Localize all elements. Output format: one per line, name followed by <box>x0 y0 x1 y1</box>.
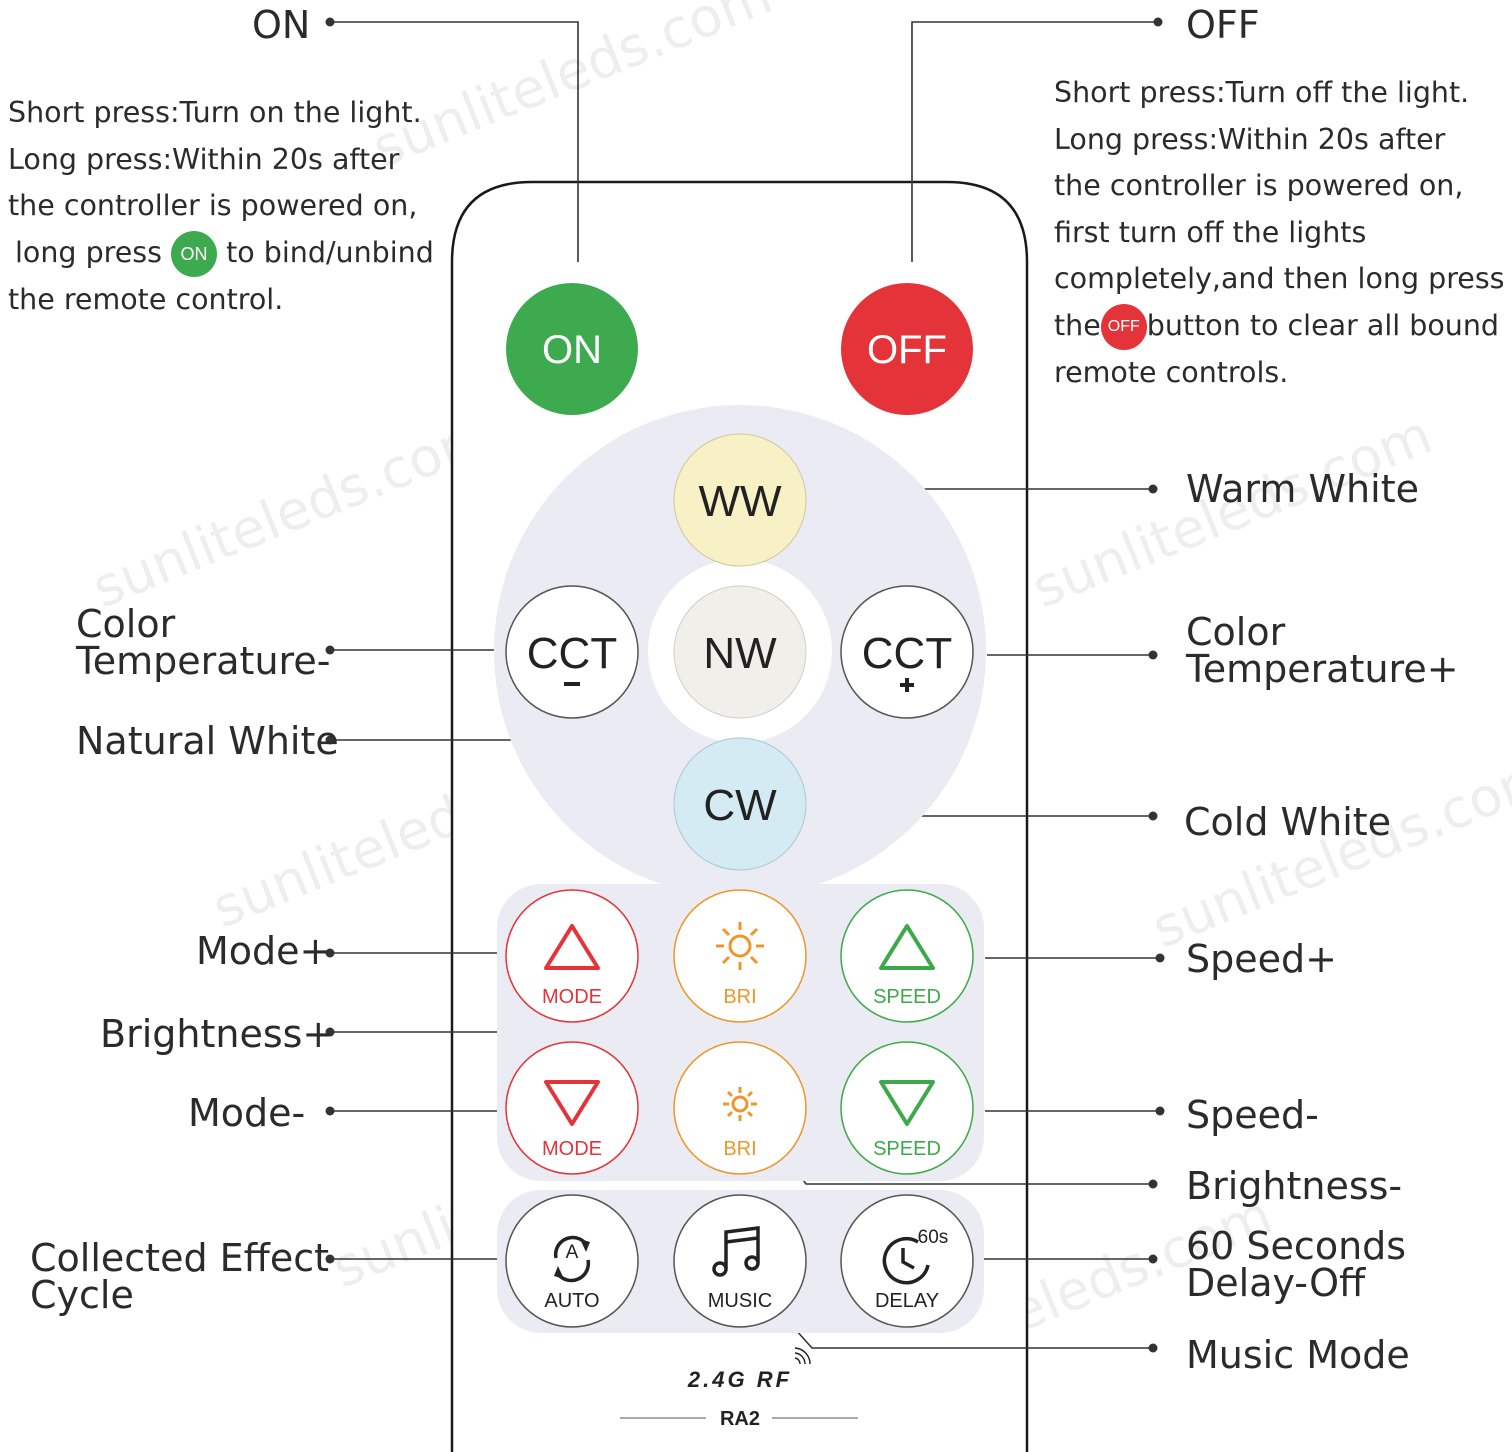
triangle-up-icon <box>544 924 600 970</box>
triangle-up-icon <box>879 924 935 970</box>
model-label: RA2 <box>720 1408 760 1430</box>
label-line: Collected Effect <box>30 1236 330 1280</box>
plus-icon <box>900 678 914 692</box>
label-line: Delay-Off <box>1186 1261 1366 1305</box>
off-desc-line: the controller is powered on, <box>1054 169 1464 203</box>
cw-button[interactable]: CW <box>673 737 807 871</box>
mode-minus-label: MODE <box>542 1138 602 1160</box>
label-line: Color <box>76 602 176 646</box>
speed-minus-label: SPEED <box>873 1138 941 1160</box>
off-desc-line: Short press:Turn off the light. <box>1054 76 1470 109</box>
auto-button[interactable]: A AUTO <box>505 1194 639 1328</box>
music-label: MUSIC <box>708 1290 772 1312</box>
off-desc-line: completely,and then long press <box>1054 262 1505 296</box>
off-desc-line: Long press:Within 20s after <box>1054 122 1446 156</box>
sun-small-icon <box>723 1087 757 1121</box>
speed-plus-label: SPEED <box>873 986 941 1008</box>
label-delay-off: 60 Seconds Delay-Off <box>1186 1224 1407 1305</box>
label-color-temp-plus: Color Temperature+ <box>1186 610 1459 691</box>
auto-cycle-icon: A <box>553 1235 591 1283</box>
delay-button[interactable]: 60s DELAY <box>840 1194 974 1328</box>
ww-label: WW <box>698 477 782 526</box>
on-desc-text: long press <box>15 235 162 269</box>
label-music-mode: Music Mode <box>1186 1333 1410 1377</box>
on-description: Short press:Turn on the light. Long pres… <box>8 90 434 323</box>
sun-icon <box>716 922 764 970</box>
music-note-icon <box>712 1226 760 1277</box>
off-desc-line: first turn off the lights <box>1054 215 1367 249</box>
off-button-label: OFF <box>867 328 947 372</box>
label-mode-plus: Mode+ <box>196 929 332 973</box>
on-desc-line: the remote control. <box>8 282 284 316</box>
label-speed-minus: Speed- <box>1186 1093 1319 1137</box>
mode-minus-button[interactable]: MODE <box>505 1041 639 1175</box>
cct-plus-button[interactable]: CCT <box>840 585 974 719</box>
label-off: OFF <box>1186 3 1260 47</box>
label-line: Color <box>1186 610 1286 654</box>
off-description: Short press:Turn off the light. Long pre… <box>1054 70 1505 397</box>
delay-time-label: 60s <box>918 1227 949 1248</box>
nw-label: NW <box>703 629 777 678</box>
label-warm-white: Warm White <box>1186 467 1419 511</box>
delay-label: DELAY <box>875 1290 939 1312</box>
auto-label: AUTO <box>544 1290 599 1312</box>
label-cold-white: Cold White <box>1184 800 1392 844</box>
triangle-down-icon <box>544 1080 600 1126</box>
triangle-down-icon <box>879 1080 935 1126</box>
speed-plus-button[interactable]: SPEED <box>840 889 974 1023</box>
on-chip-icon: ON <box>171 230 218 277</box>
on-desc-line: long press ON to bind/unbind <box>8 230 434 277</box>
label-brightness-minus: Brightness- <box>1186 1164 1403 1208</box>
label-line: 60 Seconds <box>1186 1224 1407 1268</box>
label-line: Temperature- <box>76 639 331 683</box>
off-desc-text: button to clear all bound <box>1146 308 1499 342</box>
wireless-icon <box>794 1347 811 1365</box>
on-button-label: ON <box>542 328 602 372</box>
label-mode-minus: Mode- <box>188 1091 306 1135</box>
music-button[interactable]: MUSIC <box>673 1194 807 1328</box>
off-button[interactable]: OFF <box>841 283 973 415</box>
label-brightness-plus: Brightness+ <box>100 1012 335 1056</box>
label-natural-white: Natural White <box>76 719 339 763</box>
label-line: Cycle <box>30 1273 134 1317</box>
bri-plus-button[interactable]: BRI <box>673 889 807 1023</box>
cw-label: CW <box>703 781 777 830</box>
on-desc-line: the controller is powered on, <box>8 189 418 223</box>
on-button[interactable]: ON <box>506 283 638 415</box>
cct-minus-label: CCT <box>527 629 617 678</box>
mode-plus-button[interactable]: MODE <box>505 889 639 1023</box>
on-desc-text: to bind/unbind <box>226 235 434 269</box>
off-desc-text: the <box>1054 308 1101 342</box>
bri-plus-label: BRI <box>723 986 756 1008</box>
clock-icon <box>882 1236 930 1285</box>
ww-button[interactable]: WW <box>673 433 807 567</box>
mode-plus-label: MODE <box>542 986 602 1008</box>
label-collected-effect: Collected Effect Cycle <box>30 1236 330 1317</box>
label-color-temp-minus: Color Temperature- <box>76 602 331 683</box>
label-line: Temperature+ <box>1186 647 1459 691</box>
cct-minus-button[interactable]: CCT <box>505 585 639 719</box>
on-desc-line: Long press:Within 20s after <box>8 142 400 176</box>
label-on: ON <box>252 3 311 47</box>
bri-minus-button[interactable]: BRI <box>673 1041 807 1175</box>
off-desc-line: remote controls. <box>1054 355 1289 389</box>
bri-minus-label: BRI <box>723 1138 756 1160</box>
minus-icon <box>564 682 580 686</box>
rf-label: 2.4G RF <box>687 1367 792 1392</box>
auto-letter: A <box>566 1242 579 1263</box>
cct-plus-label: CCT <box>862 629 952 678</box>
label-speed-plus: Speed+ <box>1186 937 1337 981</box>
off-chip-icon: OFF <box>1100 303 1147 350</box>
speed-minus-button[interactable]: SPEED <box>840 1041 974 1175</box>
on-desc-line: Short press:Turn on the light. <box>8 96 422 129</box>
nw-button[interactable]: NW <box>673 585 807 719</box>
